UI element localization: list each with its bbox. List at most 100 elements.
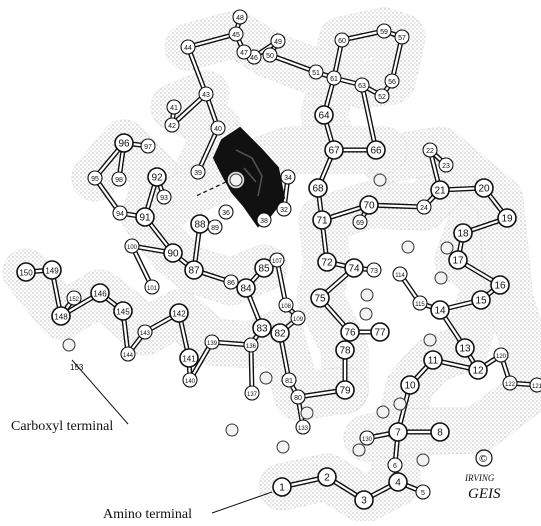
residue-number-136: 136 [246,344,257,350]
residue-number-5: 5 [421,490,425,497]
residue-121: 121 [530,378,541,392]
residue-79: 79 [336,381,354,399]
residue-number-145: 145 [116,308,130,317]
residue-32: 32 [277,202,291,216]
residue-86: 86 [224,275,238,289]
residue-145: 145 [114,302,132,320]
residue-number-83: 83 [256,324,268,335]
residue-5: 5 [416,485,430,499]
residue-number-149: 149 [45,267,59,276]
residue-number-130: 130 [362,437,373,443]
residue-number-84: 84 [240,284,252,295]
residue-number-143: 143 [140,331,151,337]
residue-number-109: 109 [293,317,304,323]
residue-70: 70 [360,196,378,214]
residue-96: 96 [115,134,133,152]
residue-number-70: 70 [363,201,375,212]
residue-number-86: 86 [227,280,235,287]
residue-number-51: 51 [312,70,320,77]
residue-number-67: 67 [328,146,340,157]
residue-2: 2 [318,468,336,486]
residue-number-7: 7 [395,428,401,439]
residue-115: 115 [413,296,427,310]
residue-41: 41 [167,100,181,114]
residue-number-85: 85 [258,264,270,275]
residue-141: 141 [180,349,198,367]
residue-10: 10 [401,376,419,394]
residue-number-107: 107 [272,259,283,265]
residue-number-140: 140 [185,379,196,385]
residue-14: 14 [431,301,449,319]
residue-number-93: 93 [160,195,168,202]
amino-pointer-line [212,492,272,513]
residue-150: 150 [17,263,35,281]
residue-57: 57 [395,30,409,44]
residue-139: 139 [205,335,219,349]
residue-136: 136 [244,338,258,352]
residue-number-71: 71 [316,216,328,227]
residue-number-14: 14 [434,306,446,317]
residue-61: 61 [327,71,341,85]
side-chain-atom-14 [277,441,289,453]
residue-number-17: 17 [452,256,464,267]
residue-number-74: 74 [348,264,360,275]
residue-number-95: 95 [91,176,99,183]
residue-number-42: 42 [168,123,176,130]
residue-87: 87 [185,261,203,279]
side-chain-atom-7 [435,272,447,284]
residue-number-80: 80 [294,395,302,402]
residue-78: 78 [336,341,354,359]
residue-52: 52 [375,89,389,103]
residue-number-91: 91 [139,213,151,224]
residue-number-3: 3 [361,496,367,507]
residue-8: 8 [431,423,449,441]
residue-93: 93 [157,190,171,204]
residue-number-152: 152 [69,297,80,303]
residue-number-148: 148 [54,313,68,322]
residue-92: 92 [148,168,166,186]
residue-number-45: 45 [232,32,240,39]
residue-number-75: 75 [314,294,326,305]
carboxyl-terminal-label-group: Carboxyl terminal 153 [11,360,128,434]
residue-number-44: 44 [184,45,192,52]
residue-72: 72 [318,253,336,271]
residue-16: 16 [491,276,509,294]
residue-12: 12 [469,361,487,379]
residue-number-4: 4 [395,478,401,489]
residue-67: 67 [325,141,343,159]
residue-48: 48 [233,10,247,24]
residue-51: 51 [309,65,323,79]
residue-number-64: 64 [318,111,330,122]
residue-107: 107 [270,253,284,267]
residue-number-68: 68 [312,184,324,195]
residue-number-90: 90 [167,249,179,260]
side-chain-atom-10 [377,406,389,418]
residue-73: 73 [367,263,381,277]
residue-number-122: 122 [505,382,516,388]
residue-18: 18 [454,224,472,242]
residue-82: 82 [271,324,289,342]
side-chain-atom-9 [394,398,406,410]
residue-number-21: 21 [434,186,446,197]
residue-75: 75 [311,289,329,307]
residue-11: 11 [424,351,442,369]
residue-137: 137 [245,386,259,400]
side-chain-atom-12 [353,444,365,456]
side-chain-atom-8 [424,334,436,346]
residue-1: 1 [273,478,291,496]
residue-43: 43 [199,87,213,101]
residue-63: 63 [355,78,369,92]
residue-number-39: 39 [194,170,202,177]
residue-98: 98 [112,172,126,186]
residue-91: 91 [136,208,154,226]
residue-40: 40 [211,121,225,135]
residue-number-57: 57 [398,35,406,42]
residue-number-82: 82 [274,329,286,340]
residue-6: 6 [388,458,402,472]
residue-36: 36 [219,205,233,219]
residue-22: 22 [423,143,437,157]
residue-number-11: 11 [428,356,439,367]
residue-number-52: 52 [378,94,386,101]
